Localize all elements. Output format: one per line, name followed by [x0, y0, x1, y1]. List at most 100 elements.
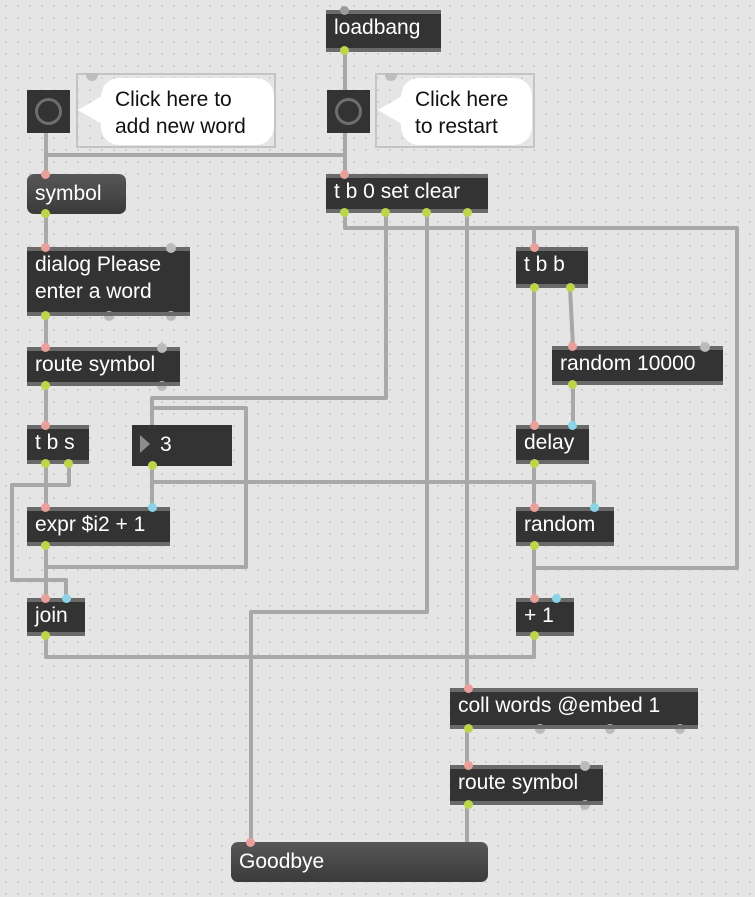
expr-label: expr $i2 + 1 — [35, 513, 146, 536]
symbol-outlet[interactable] — [41, 209, 50, 218]
join-object[interactable]: join — [27, 594, 85, 640]
restart-bang[interactable] — [327, 90, 370, 133]
cord-random-feedback-to-tbb — [532, 226, 739, 570]
restart-comment-frame — [375, 73, 535, 148]
expr-outlet[interactable] — [41, 541, 50, 550]
coll-outlet-1[interactable] — [464, 724, 473, 733]
join-label: join — [35, 604, 68, 627]
goodbye-message[interactable]: Goodbye — [231, 838, 488, 882]
trigger-b0setclear-outlet-4[interactable] — [463, 208, 472, 217]
trigger-b0setclear-outlet-2[interactable] — [381, 208, 390, 217]
comment-pin-icon — [86, 73, 98, 81]
dialog-outlet-2[interactable] — [104, 311, 114, 321]
symbol-message-label: symbol — [35, 182, 102, 205]
delay-label: delay — [524, 431, 575, 454]
dialog-inlet-right[interactable] — [166, 243, 176, 253]
number-box-value: 3 — [160, 433, 172, 456]
loadbang-inlet[interactable] — [340, 6, 349, 15]
trigger-bs-outlet-2[interactable] — [64, 459, 73, 468]
cord-plus-one-to-coll — [465, 634, 536, 690]
route-symbol-right-inlet[interactable] — [464, 761, 473, 770]
delay-outlet[interactable] — [530, 459, 539, 468]
dialog-outlet-3[interactable] — [166, 311, 176, 321]
dialog-inlet[interactable] — [41, 243, 50, 252]
route-symbol-right-outlet-right[interactable] — [580, 800, 590, 810]
route-symbol-left-inlet[interactable] — [41, 343, 50, 352]
goodbye-message-label: Goodbye — [239, 850, 325, 873]
coll-outlet-4[interactable] — [675, 724, 685, 734]
dialog-outlet[interactable] — [41, 311, 50, 320]
route-symbol-left-object[interactable]: route symbol — [27, 343, 180, 391]
coll-label: coll words @embed 1 — [458, 694, 661, 717]
trigger-bs-label: t b s — [35, 431, 75, 454]
route-symbol-left-label: route symbol — [35, 353, 156, 376]
trigger-b0setclear-outlet-3[interactable] — [422, 208, 431, 217]
route-symbol-left-outlet[interactable] — [41, 381, 50, 390]
cord-plus-one-to-join — [44, 634, 536, 659]
plus-one-inlet-left[interactable] — [530, 594, 539, 603]
bang-circle-icon — [335, 98, 362, 125]
add-word-bang[interactable] — [27, 90, 70, 133]
route-symbol-left-inlet-right[interactable] — [157, 343, 167, 353]
cord-tbs-symbol-to-join — [10, 462, 71, 600]
random-10000-inlet-right[interactable] — [700, 342, 710, 352]
trigger-bb-label: t b b — [524, 253, 565, 276]
trigger-bb-object[interactable]: t b b — [516, 243, 588, 292]
number-box-outlet[interactable] — [148, 461, 157, 470]
route-symbol-left-outlet-right[interactable] — [157, 381, 167, 391]
trigger-b0setclear-inlet[interactable] — [340, 170, 349, 179]
number-box[interactable]: 3 — [132, 425, 232, 470]
join-inlet-right[interactable] — [62, 594, 71, 603]
plus-one-object[interactable]: + 1 — [516, 594, 574, 640]
loadbang-label: loadbang — [334, 16, 421, 39]
dialog-object[interactable]: dialog Please enter a word — [27, 243, 190, 321]
random-outlet[interactable] — [530, 541, 539, 550]
trigger-bb-inlet[interactable] — [530, 243, 539, 252]
random-10000-object[interactable]: random 10000 — [552, 342, 723, 389]
cord-trigger-set-to-goodbye — [249, 211, 429, 844]
random-inlet-left[interactable] — [530, 503, 539, 512]
random-object[interactable]: random — [516, 503, 614, 550]
join-outlet[interactable] — [41, 631, 50, 640]
route-symbol-right-inlet-right[interactable] — [580, 761, 590, 771]
coll-inlet[interactable] — [464, 684, 473, 693]
add-word-comment: Click here to add new word — [101, 78, 274, 145]
restart-comment: Click here to restart — [401, 78, 532, 145]
delay-inlet-right[interactable] — [568, 421, 577, 430]
add-word-comment-line2: add new word — [115, 115, 246, 138]
loadbang-outlet[interactable] — [340, 46, 349, 55]
plus-one-outlet[interactable] — [530, 631, 539, 640]
join-inlet-left[interactable] — [41, 594, 50, 603]
trigger-bs-object[interactable]: t b s — [27, 421, 89, 468]
add-word-bubble-tail — [78, 96, 102, 124]
coll-outlet-3[interactable] — [605, 724, 615, 734]
trigger-b0setclear-object[interactable]: t b 0 set clear — [326, 170, 488, 217]
symbol-inlet[interactable] — [41, 170, 50, 179]
coll-object[interactable]: coll words @embed 1 — [450, 684, 698, 734]
route-symbol-right-object[interactable]: route symbol — [450, 761, 603, 810]
trigger-bs-inlet[interactable] — [41, 421, 50, 430]
add-word-comment-line1: Click here to — [115, 88, 232, 111]
random-inlet-right[interactable] — [590, 503, 599, 512]
loadbang-object[interactable]: loadbang — [326, 6, 441, 55]
expr-inlet-left[interactable] — [41, 503, 50, 512]
plus-one-inlet-right[interactable] — [552, 594, 561, 603]
expr-object[interactable]: expr $i2 + 1 — [27, 503, 170, 550]
trigger-bs-outlet-1[interactable] — [41, 459, 50, 468]
random-10000-inlet[interactable] — [568, 342, 577, 351]
random-10000-outlet[interactable] — [568, 380, 577, 389]
restart-comment-line1: Click here — [415, 88, 509, 111]
symbol-message[interactable]: symbol — [27, 170, 126, 218]
cord-trigger-zero-to-number — [150, 211, 388, 427]
trigger-b0setclear-outlet-1[interactable] — [340, 208, 349, 217]
trigger-bb-outlet-1[interactable] — [530, 283, 539, 292]
trigger-bb-outlet-2[interactable] — [566, 283, 575, 292]
expr-inlet-right[interactable] — [148, 503, 157, 512]
trigger-b0setclear-label: t b 0 set clear — [334, 180, 461, 203]
delay-inlet-left[interactable] — [530, 421, 539, 430]
coll-outlet-2[interactable] — [535, 724, 545, 734]
delay-object[interactable]: delay — [516, 421, 589, 468]
number-box-arrow-icon — [140, 435, 150, 453]
route-symbol-right-outlet[interactable] — [464, 800, 473, 809]
goodbye-inlet[interactable] — [246, 838, 255, 847]
